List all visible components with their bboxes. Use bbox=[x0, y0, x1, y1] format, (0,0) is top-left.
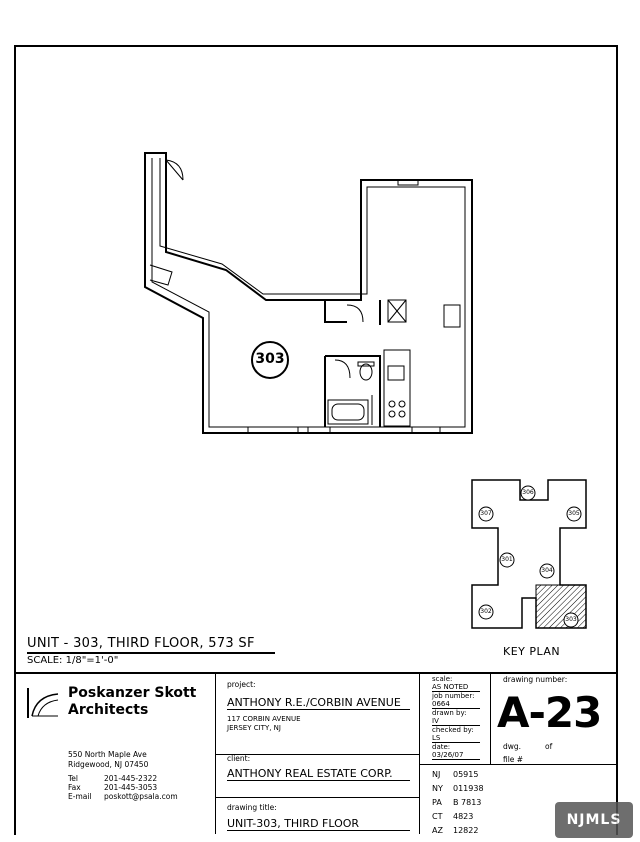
key-unit-301-label: 301 bbox=[501, 556, 513, 563]
drawing-number: A-23 bbox=[497, 688, 602, 737]
contact-labels: Tel Fax E-mail bbox=[68, 774, 92, 801]
license-state: NJ bbox=[432, 770, 441, 779]
drawing-title-label: drawing title: bbox=[227, 803, 277, 812]
fax-label: Fax bbox=[68, 783, 81, 792]
firm-logo bbox=[27, 688, 59, 718]
key-unit-303-label: 303 bbox=[565, 616, 577, 623]
license-number: 12822 bbox=[453, 826, 479, 835]
divider bbox=[215, 754, 419, 755]
job-number-value: 0664 bbox=[432, 700, 480, 709]
project-label: project: bbox=[227, 680, 256, 689]
key-unit-304-label: 304 bbox=[541, 567, 553, 574]
key-unit-307 bbox=[478, 506, 494, 522]
date-value: 03/26/07 bbox=[432, 751, 480, 760]
key-unit-306-label: 306 bbox=[522, 489, 534, 496]
drawn-by-label: drawn by: bbox=[432, 709, 467, 717]
job-number-label: job number: bbox=[432, 692, 475, 700]
email-value: poskott@psala.com bbox=[104, 792, 178, 801]
title-block bbox=[16, 672, 618, 834]
firm-name-line1: Poskanzer Skott bbox=[68, 685, 197, 701]
scale-note: SCALE: 1/8"=1'-0" bbox=[27, 655, 119, 666]
njmls-watermark: NJMLS bbox=[555, 802, 633, 838]
address-line1: 550 North Maple Ave bbox=[68, 750, 147, 759]
key-unit-301 bbox=[499, 552, 515, 568]
firm-address: 550 North Maple Ave Ridgewood, NJ 07450 bbox=[68, 750, 148, 770]
job-info: scale: AS NOTED job number: 0664 drawn b… bbox=[432, 675, 488, 760]
key-unit-302-label: 302 bbox=[480, 608, 492, 615]
license-state: AZ bbox=[432, 826, 443, 835]
sheet-border bbox=[14, 45, 618, 835]
drawn-by-value: IV bbox=[432, 717, 480, 726]
unit-title-underline bbox=[27, 652, 275, 654]
client-value: ANTHONY REAL ESTATE CORP. bbox=[227, 767, 410, 781]
divider bbox=[215, 672, 216, 834]
firm-name-line2: Architects bbox=[68, 702, 149, 718]
divider bbox=[490, 672, 491, 764]
firm-name: Poskanzer Skott Architects bbox=[68, 685, 196, 719]
project-address-line1: 117 CORBIN AVENUE bbox=[227, 715, 301, 723]
unit-number-label: 303 bbox=[255, 351, 285, 367]
divider bbox=[215, 797, 419, 798]
key-unit-306 bbox=[520, 485, 536, 501]
checked-by-value: LS bbox=[432, 734, 480, 743]
scale-label: scale: bbox=[432, 675, 453, 683]
key-unit-307-label: 307 bbox=[480, 510, 492, 517]
license-number: 05915 bbox=[453, 770, 479, 779]
project-address-line2: JERSEY CITY, NJ bbox=[227, 724, 281, 732]
license-state: CT bbox=[432, 812, 443, 821]
license-numbers: 05915 011938 B 7813 4823 12822 bbox=[453, 768, 484, 838]
email-label: E-mail bbox=[68, 792, 92, 801]
client-label: client: bbox=[227, 754, 251, 763]
key-unit-303 bbox=[563, 612, 579, 628]
contact-values: 201-445-2322 201-445-3053 poskott@psala.… bbox=[104, 774, 178, 801]
license-number: B 7813 bbox=[453, 798, 482, 807]
address-line2: Ridgewood, NJ 07450 bbox=[68, 760, 149, 769]
key-unit-305 bbox=[566, 506, 582, 522]
license-state: PA bbox=[432, 798, 442, 807]
license-number: 4823 bbox=[453, 812, 474, 821]
drawing-number-label: drawing number: bbox=[503, 675, 568, 684]
dwg-label: dwg. bbox=[503, 742, 522, 751]
divider bbox=[419, 672, 420, 834]
license-number: 011938 bbox=[453, 784, 484, 793]
divider bbox=[419, 764, 618, 765]
license-state: NY bbox=[432, 784, 443, 793]
of-label: of bbox=[545, 742, 553, 751]
project-value: ANTHONY R.E./CORBIN AVENUE bbox=[227, 696, 410, 710]
drawing-title-value: UNIT-303, THIRD FLOOR bbox=[227, 817, 410, 831]
tel-value: 201-445-2322 bbox=[104, 774, 158, 783]
unit-title: UNIT - 303, THIRD FLOOR, 573 SF bbox=[27, 636, 255, 651]
date-label: date: bbox=[432, 743, 451, 751]
key-unit-305-label: 305 bbox=[568, 510, 580, 517]
key-unit-302 bbox=[478, 604, 494, 620]
checked-by-label: checked by: bbox=[432, 726, 474, 734]
key-unit-304 bbox=[539, 563, 555, 579]
license-states: NJ NY PA CT AZ bbox=[432, 768, 443, 838]
unit-number-circle bbox=[251, 341, 289, 379]
tel-label: Tel bbox=[68, 774, 79, 783]
project-address: 117 CORBIN AVENUE JERSEY CITY, NJ bbox=[227, 715, 301, 733]
key-plan-label: KEY PLAN bbox=[503, 645, 561, 658]
scale-value: AS NOTED bbox=[432, 683, 480, 692]
fax-value: 201-445-3053 bbox=[104, 783, 158, 792]
file-label: file # bbox=[503, 755, 524, 764]
